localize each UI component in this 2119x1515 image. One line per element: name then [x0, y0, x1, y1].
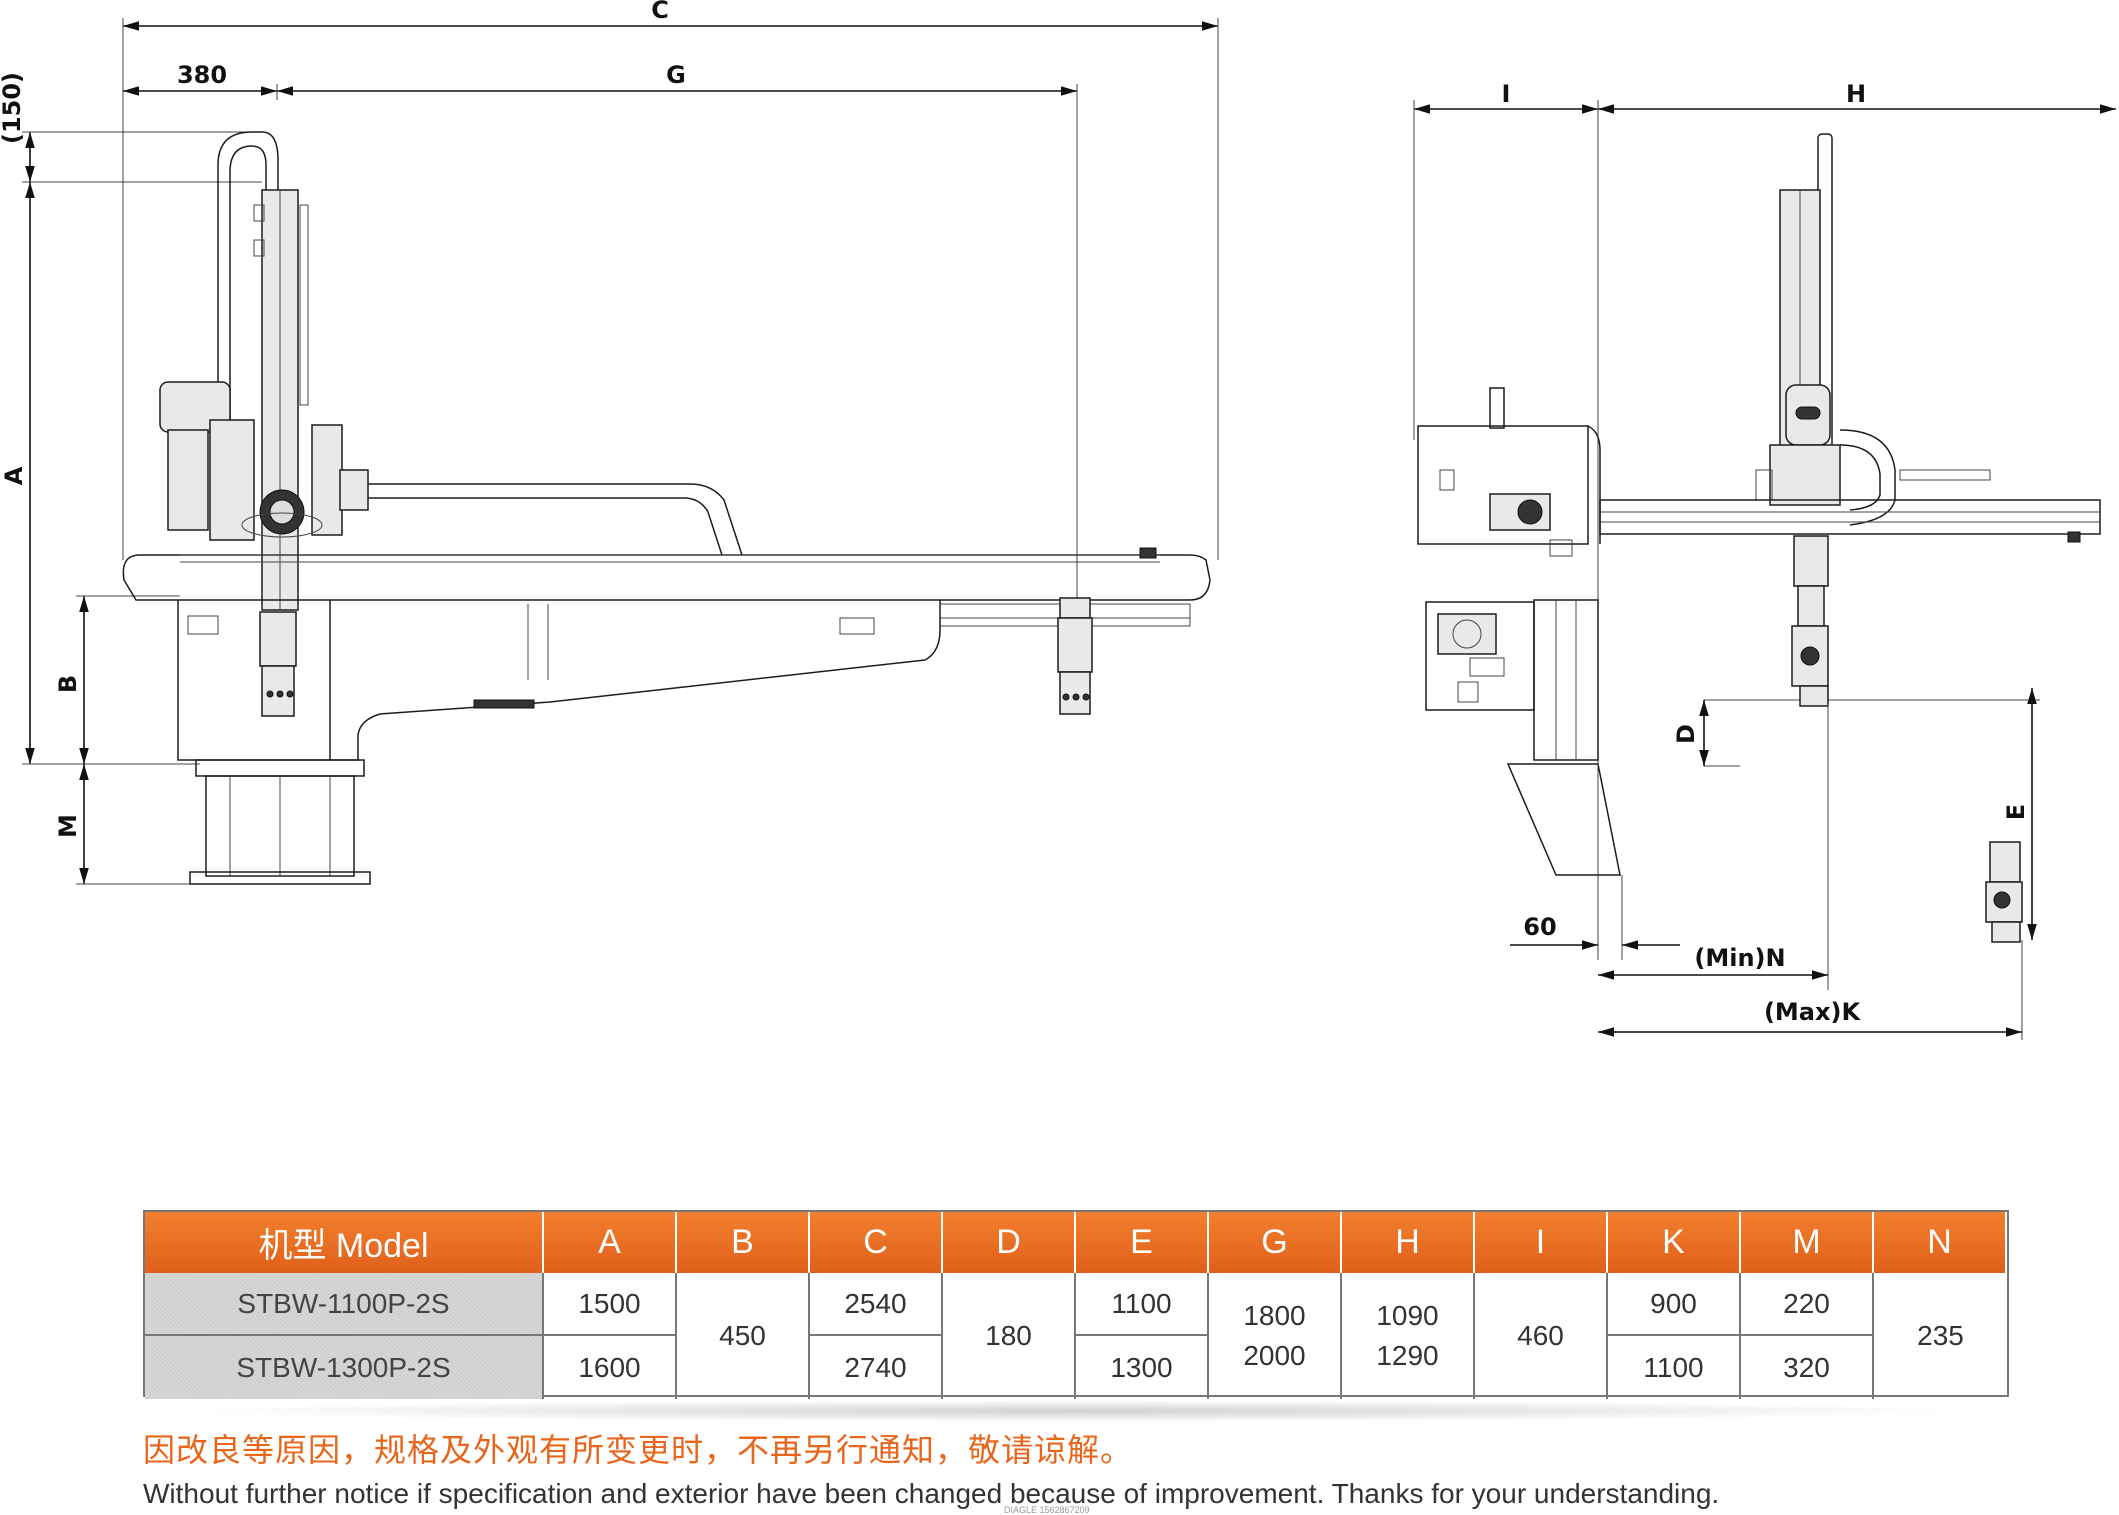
cell-d: 180 — [943, 1273, 1076, 1399]
notice-chinese: 因改良等原因，规格及外观有所变更时，不再另行通知，敬请谅解。 — [143, 1431, 1134, 1469]
cell-e-2: 1300 — [1076, 1336, 1209, 1399]
dim-label-c: C — [651, 0, 669, 24]
cell-model-2: STBW-1300P-2S — [145, 1336, 544, 1399]
dim-label-g: G — [666, 61, 686, 89]
cell-c-2: 2740 — [810, 1336, 943, 1399]
dim-label-i: I — [1502, 80, 1511, 108]
table-shadow — [170, 1400, 1980, 1422]
header-h: H — [1342, 1212, 1475, 1273]
cell-h-2: 1290 — [1376, 1340, 1439, 1371]
header-a: A — [544, 1212, 677, 1273]
cell-m-2: 320 — [1741, 1336, 1874, 1399]
cell-k-2: 1100 — [1608, 1336, 1741, 1399]
header-n: N — [1874, 1212, 2007, 1273]
header-m: M — [1741, 1212, 1874, 1273]
header-g: G — [1209, 1212, 1342, 1273]
header-d: D — [943, 1212, 1076, 1273]
notice-english: Without further notice if specification … — [143, 1478, 1720, 1509]
header-c: C — [810, 1212, 943, 1273]
dim-label-max-k: (Max)K — [1764, 998, 1861, 1026]
cell-i: 460 — [1475, 1273, 1608, 1399]
dim-label-m: M — [54, 814, 82, 838]
cell-g: 1800 2000 — [1209, 1273, 1342, 1399]
dim-label-d: D — [1672, 724, 1700, 744]
dim-label-b: B — [54, 675, 82, 693]
header-i: I — [1475, 1212, 1608, 1273]
dim-label-60: 60 — [1523, 913, 1556, 941]
cell-model-1: STBW-1100P-2S — [145, 1273, 544, 1336]
dim-label-380: 380 — [177, 61, 227, 89]
dim-label-min-n: (Min)N — [1694, 944, 1785, 972]
cell-g-2: 2000 — [1243, 1340, 1306, 1371]
cell-c-1: 2540 — [810, 1273, 943, 1336]
cell-h-1: 1090 — [1376, 1300, 1439, 1331]
header-e: E — [1076, 1212, 1209, 1273]
header-k: K — [1608, 1212, 1741, 1273]
dim-label-a: A — [0, 466, 28, 485]
cell-m-1: 220 — [1741, 1273, 1874, 1336]
dim-label-e: E — [2002, 804, 2030, 820]
header-model: 机型 Model — [145, 1212, 544, 1273]
cell-n: 235 — [1917, 1320, 1964, 1351]
dim-label-150: (150) — [0, 72, 26, 144]
cell-k-1: 900 — [1608, 1273, 1741, 1336]
cell-g-1: 1800 — [1243, 1300, 1306, 1331]
side-view: I H — [1413, 80, 2116, 1040]
header-b: B — [677, 1212, 810, 1273]
dim-label-h: H — [1846, 80, 1866, 108]
watermark-text: DIAGLE 1562867209 — [1004, 1505, 1090, 1515]
cell-a-1: 1500 — [544, 1273, 677, 1336]
cell-b: 450 — [677, 1273, 810, 1399]
spec-table: 机型 Model A B C D E G H I K M N STBW-1100… — [143, 1210, 2009, 1399]
cell-h: 1090 1290 — [1342, 1273, 1475, 1399]
cell-a-2: 1600 — [544, 1336, 677, 1399]
front-view: C 380 G (150) A B M — [0, 0, 1219, 885]
cell-e-1: 1100 — [1076, 1273, 1209, 1336]
